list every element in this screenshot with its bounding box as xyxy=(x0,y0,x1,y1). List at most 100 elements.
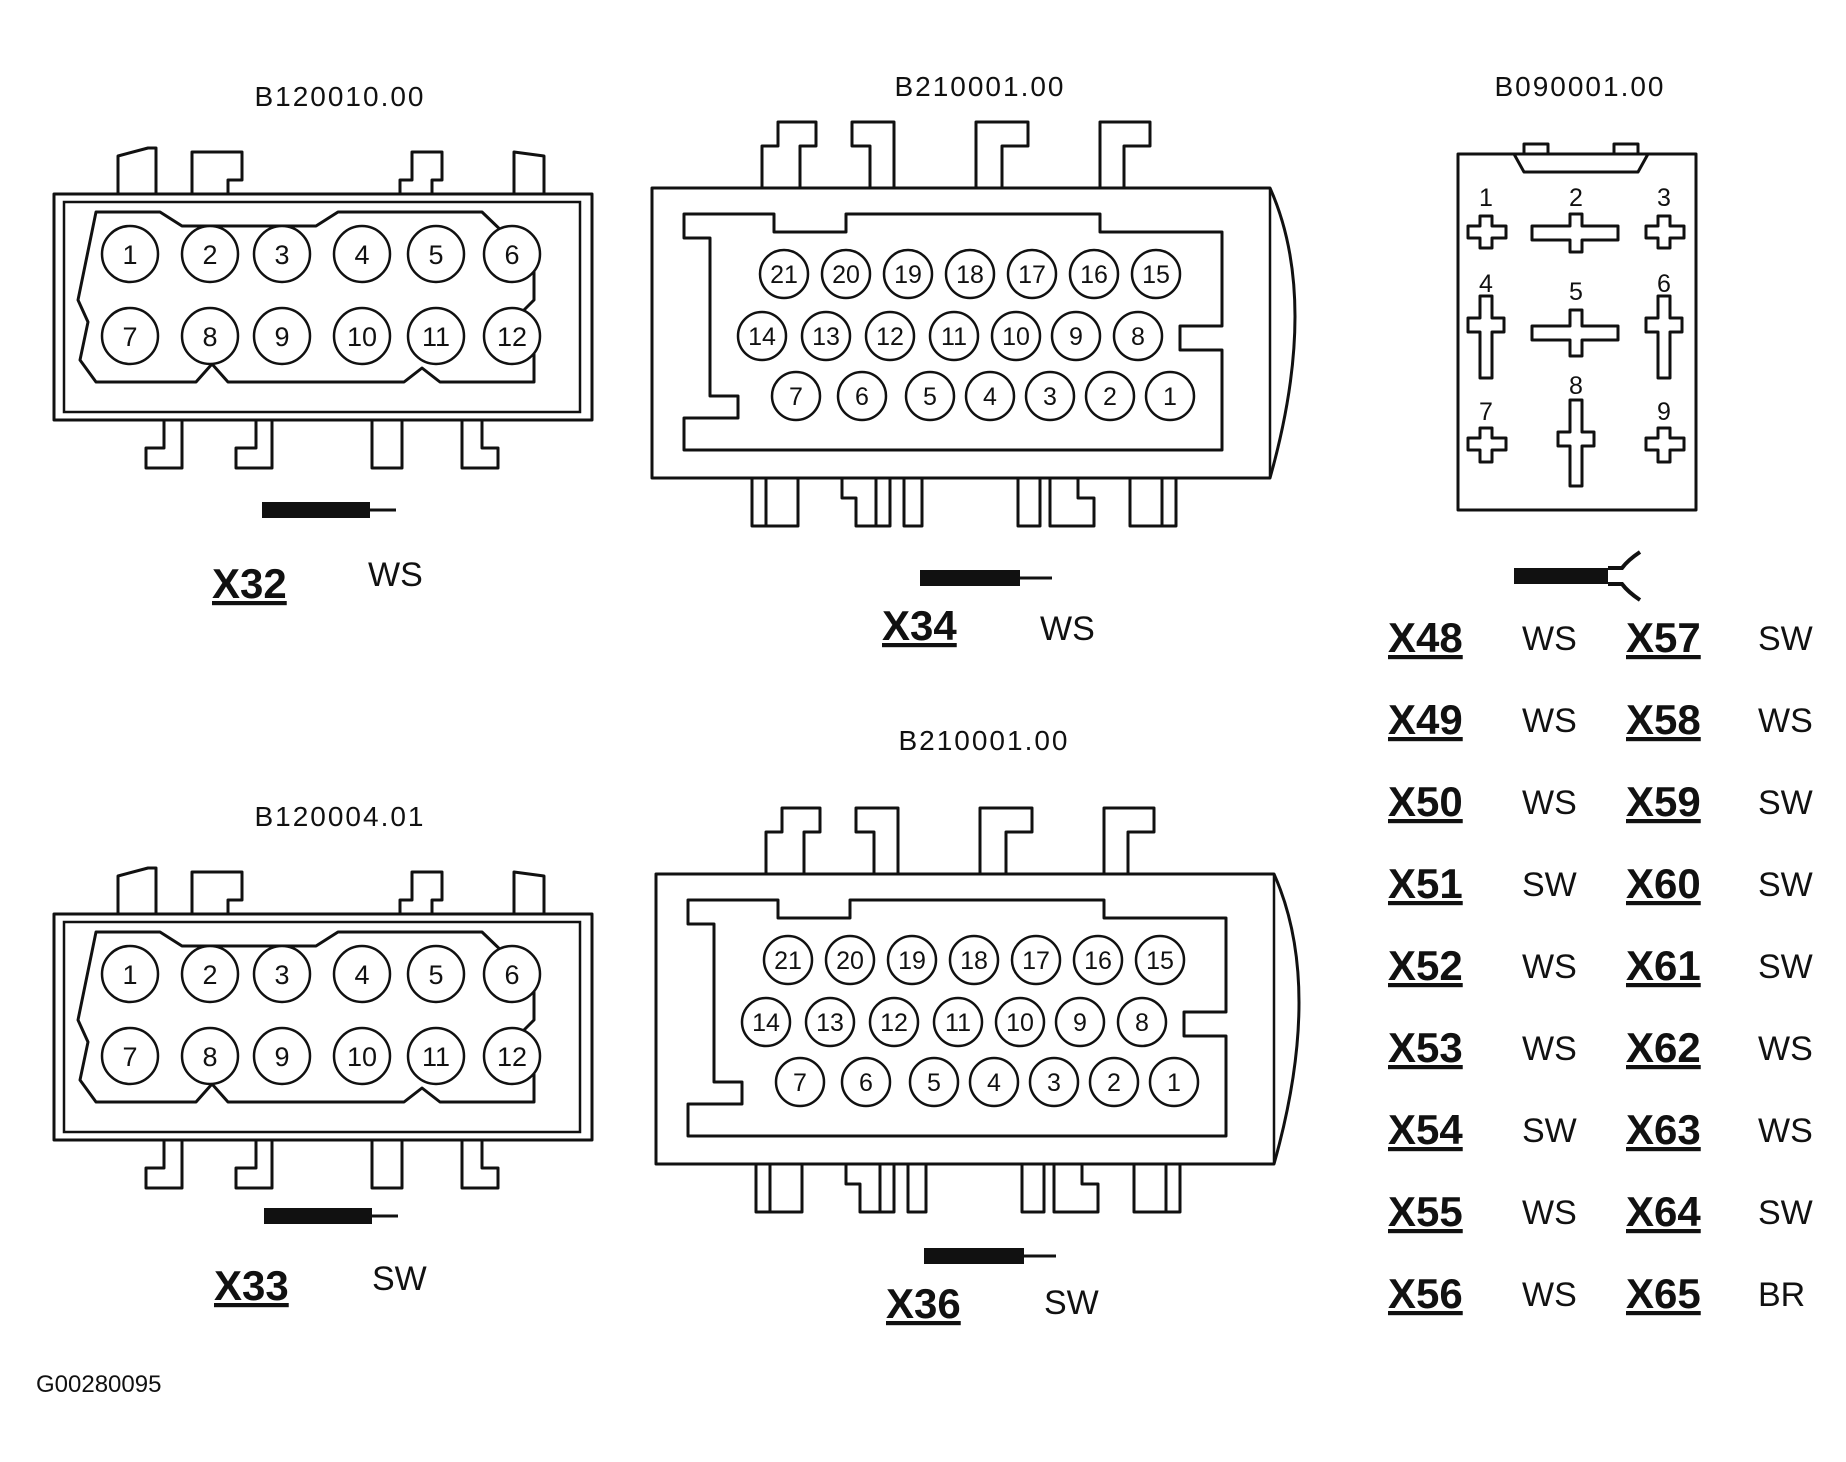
pin-label: 2 xyxy=(202,960,217,990)
pin-2 xyxy=(180,224,240,284)
connector-id: X65 xyxy=(1626,1270,1701,1317)
wire-color: WS xyxy=(1522,620,1577,658)
wire-color: WS xyxy=(1758,1030,1813,1068)
pin-label: 14 xyxy=(748,323,776,351)
pin-10 xyxy=(332,306,392,366)
pin-9 xyxy=(252,306,312,366)
pin-1 xyxy=(100,224,160,284)
pin-15 xyxy=(1134,934,1186,986)
pin-8 xyxy=(1556,398,1596,488)
figure-number: G00280095 xyxy=(36,1371,161,1398)
pin-label: 2 xyxy=(1103,383,1117,411)
pin-1-label: 1 xyxy=(1479,184,1493,212)
pin-9-label: 9 xyxy=(1657,398,1671,426)
pin-4 xyxy=(1466,294,1506,380)
connector-housing xyxy=(650,186,1297,480)
pin-label: 9 xyxy=(274,322,289,352)
pin-7-label: 7 xyxy=(1479,398,1493,426)
pin-10 xyxy=(994,996,1046,1048)
wire-color: WS xyxy=(1522,784,1577,822)
pin-14 xyxy=(736,310,788,362)
pin-label: 15 xyxy=(1142,261,1170,289)
pin-3 xyxy=(252,224,312,284)
pin-label: 5 xyxy=(923,383,937,411)
pin-label: 20 xyxy=(836,947,864,975)
pin-label: 14 xyxy=(752,1009,780,1037)
pin-row-2: 14 13 12 11 10 9 8 xyxy=(736,310,1164,362)
pin-label: 19 xyxy=(898,947,926,975)
pin-label: 17 xyxy=(1018,261,1046,289)
pin-5 xyxy=(1530,308,1620,358)
pin-label: 3 xyxy=(274,240,289,270)
pin-label: 7 xyxy=(789,383,803,411)
part-number-label: B090001.00 xyxy=(1494,71,1665,102)
wire-color: SW xyxy=(1758,948,1813,986)
wire-color: WS xyxy=(1522,702,1577,740)
connector-id: X58 xyxy=(1626,696,1701,743)
pin-6 xyxy=(1644,294,1684,380)
pin-2-label: 2 xyxy=(1569,184,1583,212)
pin-1 xyxy=(100,944,160,1004)
part-number-label: B210001.00 xyxy=(898,725,1069,756)
pin-label: 2 xyxy=(1107,1069,1121,1097)
pin-16 xyxy=(1068,248,1120,300)
wire-color: WS xyxy=(368,556,423,594)
pin-label: 10 xyxy=(1002,323,1030,351)
pin-label: 17 xyxy=(1022,947,1050,975)
pin-2 xyxy=(180,944,240,1004)
connector-id: X36 xyxy=(886,1280,961,1327)
pin-12 xyxy=(482,1026,542,1086)
terminal-symbol xyxy=(920,570,1020,586)
connector-id: X50 xyxy=(1388,778,1463,825)
pin-label: 9 xyxy=(1069,323,1083,351)
pin-6 xyxy=(840,1056,892,1108)
wire-color: BR xyxy=(1758,1276,1805,1314)
pin-label: 9 xyxy=(1073,1009,1087,1037)
pin-label: 7 xyxy=(122,322,137,352)
pin-8-label: 8 xyxy=(1569,372,1583,400)
connector-id: X54 xyxy=(1388,1106,1463,1153)
pin-4 xyxy=(332,944,392,1004)
pin-label: 6 xyxy=(504,960,519,990)
pin-5-label: 5 xyxy=(1569,278,1583,306)
pin-12 xyxy=(482,306,542,366)
pin-9 xyxy=(1054,996,1106,1048)
pin-5 xyxy=(904,370,956,422)
pin-label: 10 xyxy=(347,1042,377,1072)
connector-id: X34 xyxy=(882,602,957,649)
pin-label: 8 xyxy=(202,1042,217,1072)
pin-5 xyxy=(406,944,466,1004)
pin-10 xyxy=(990,310,1042,362)
pin-1 xyxy=(1466,214,1508,250)
pin-2 xyxy=(1530,212,1620,254)
wire-color: WS xyxy=(1758,1112,1813,1150)
pin-12 xyxy=(864,310,916,362)
pin-7 xyxy=(774,1056,826,1108)
pin-17 xyxy=(1010,934,1062,986)
pin-label: 6 xyxy=(855,383,869,411)
pin-8 xyxy=(1116,996,1168,1048)
pin-label: 7 xyxy=(793,1069,807,1097)
terminal-symbol xyxy=(1514,568,1608,584)
connector-id: X64 xyxy=(1626,1188,1701,1235)
terminal-symbol xyxy=(924,1248,1024,1264)
pin-label: 4 xyxy=(354,960,369,990)
pin-label: 5 xyxy=(428,240,443,270)
pin-row-top: 1 2 3 4 5 6 xyxy=(100,224,542,284)
pin-label: 10 xyxy=(347,322,377,352)
connector-housing xyxy=(1456,152,1698,512)
pin-7 xyxy=(100,306,160,366)
pin-label: 9 xyxy=(274,1042,289,1072)
connector-id: X49 xyxy=(1388,696,1463,743)
connector-id: X60 xyxy=(1626,860,1701,907)
pin-3 xyxy=(1024,370,1076,422)
pin-7 xyxy=(100,1026,160,1086)
pin-label: 11 xyxy=(945,1009,971,1037)
pin-label: 18 xyxy=(960,947,988,975)
pin-13 xyxy=(800,310,852,362)
